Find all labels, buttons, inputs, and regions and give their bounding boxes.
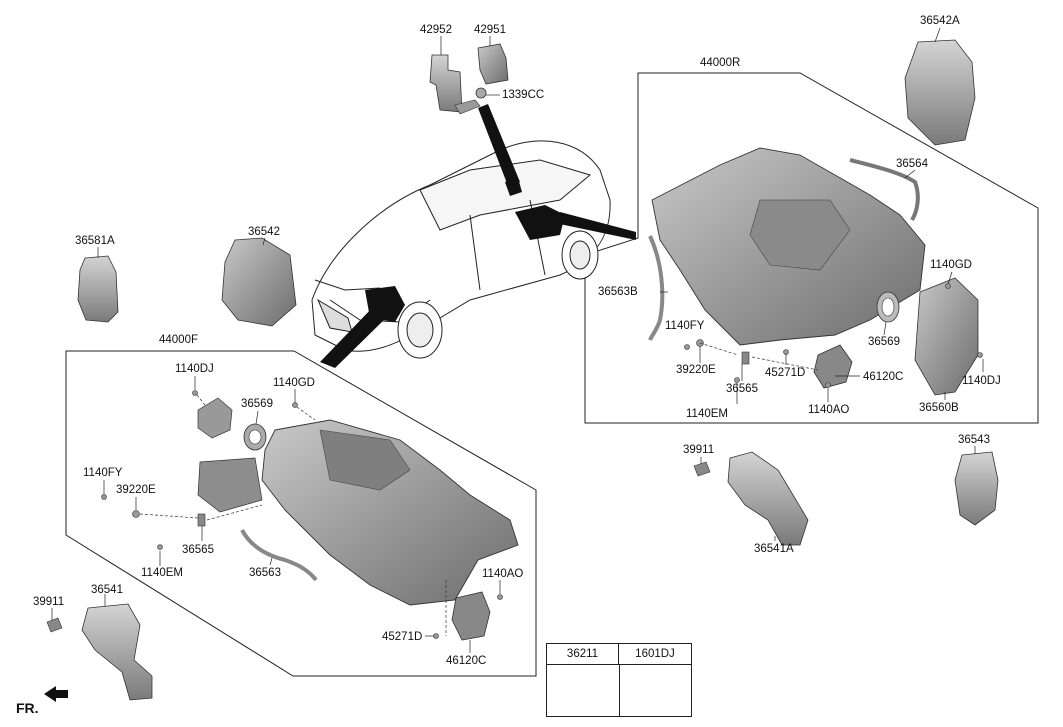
cover-36543-shape	[954, 451, 999, 526]
label-36569-rear: 36569	[868, 336, 900, 348]
table-column-divider	[619, 664, 620, 717]
label-36563: 36563	[249, 567, 281, 579]
pipe-36563b-shape	[648, 235, 665, 341]
label-36542a: 36542A	[920, 15, 960, 27]
label-39911-front: 39911	[33, 596, 65, 608]
label-1140gd-front: 1140GD	[273, 377, 315, 389]
bolt-1140ao-rear	[825, 382, 831, 388]
label-1140gd-rear: 1140GD	[930, 259, 972, 271]
bolt-1140gd-front	[292, 402, 298, 408]
bracket-arm	[454, 99, 481, 115]
pipe-36563-shape	[240, 528, 318, 582]
front-orientation-label: FR.	[16, 700, 39, 716]
cover-36542-shape	[221, 237, 297, 327]
label-1140fy-front: 1140FY	[83, 467, 123, 479]
label-36543: 36543	[958, 434, 990, 446]
rear-motor-detail	[749, 199, 851, 271]
car-rear-motor	[515, 205, 565, 240]
label-1140dj-front: 1140DJ	[175, 363, 214, 375]
dashed-lines	[139, 342, 819, 636]
bolt-1140fy-front	[101, 494, 107, 500]
cover-36541a-shape	[727, 451, 809, 546]
label-36564: 36564	[896, 158, 928, 170]
label-39220e-rear: 39220E	[676, 364, 716, 376]
bolt-39911-rear	[693, 461, 711, 477]
bolt-39911-front	[46, 617, 63, 633]
cover-36542a-shape	[904, 39, 976, 146]
label-36569-front: 36569	[241, 398, 273, 410]
label-1140em-rear: 1140EM	[686, 408, 728, 420]
label-36565-front: 36565	[182, 544, 214, 556]
front-motor-detail	[319, 429, 411, 491]
label-36542: 36542	[248, 226, 280, 238]
label-36541a: 36541A	[754, 543, 794, 555]
bolt-1140em-rear	[734, 377, 740, 383]
bolt-1140fy-rear	[684, 344, 690, 350]
bolt-45271d-front	[433, 633, 439, 639]
part-36581a-shape	[77, 255, 119, 323]
bolt-1140gd-rear	[945, 283, 951, 289]
bolt-1140em-front	[157, 544, 163, 550]
sensor-46120c-front	[451, 591, 491, 641]
label-1140em-front: 1140EM	[141, 567, 183, 579]
front-arrow-icon	[44, 686, 68, 702]
cover-36541-shape	[81, 603, 153, 701]
sensor-36565-rear	[741, 351, 750, 365]
table-header-1601dj: 1601DJ	[635, 648, 675, 660]
front-motor-bracket	[197, 457, 263, 513]
label-39911-rear: 39911	[683, 444, 715, 456]
label-42951: 42951	[474, 24, 506, 36]
label-44000f: 44000F	[159, 334, 199, 346]
label-45271d-front: 45271D	[382, 631, 423, 643]
label-39220e-front: 39220E	[116, 484, 156, 496]
bolt-1140ao-front	[497, 594, 503, 600]
label-1339cc: 1339CC	[502, 89, 545, 101]
front-leader-wedge	[320, 305, 392, 368]
ecu-leader-wedge	[478, 104, 520, 186]
hose-36564-shape	[849, 158, 920, 222]
bolt-39220e-front	[132, 510, 140, 518]
label-44000r: 44000R	[700, 57, 741, 69]
label-1140ao-front: 1140AO	[482, 568, 524, 580]
label-36541: 36541	[91, 584, 123, 596]
bolt-1140dj-front	[192, 390, 198, 396]
bolt-45271d-rear	[783, 349, 789, 355]
label-42952: 42952	[420, 24, 452, 36]
sensor-36565-front	[197, 513, 206, 527]
label-36560b: 36560B	[919, 402, 959, 414]
label-36581a: 36581A	[75, 235, 115, 247]
cover-1140dj-front	[197, 397, 233, 439]
label-46120c-rear: 46120C	[863, 371, 904, 383]
label-1140dj-rear: 1140DJ	[962, 375, 1001, 387]
front-motor-assembly	[261, 419, 519, 606]
label-36563b: 36563B	[598, 286, 638, 298]
rear-leader-wedge	[550, 212, 636, 240]
bolt-1140dj-rear	[977, 352, 983, 358]
nut-1339cc	[475, 87, 487, 99]
rear-group-frame	[584, 72, 1039, 424]
leader-lines	[51, 27, 984, 653]
table-header-36211: 36211	[547, 644, 619, 664]
cover-36560b-shape	[914, 277, 979, 396]
ecu-42951-shape	[477, 43, 509, 85]
label-45271d-rear: 45271D	[765, 367, 806, 379]
bracket-42952-shape	[429, 54, 463, 113]
label-1140fy-rear: 1140FY	[665, 320, 705, 332]
hardware-table: 36211 1601DJ	[546, 643, 692, 717]
sensor-46120c-rear	[813, 344, 853, 389]
front-group-frame	[65, 350, 537, 677]
label-36565-rear: 36565	[726, 383, 758, 395]
label-1140ao-rear: 1140AO	[808, 404, 850, 416]
label-46120c-front: 46120C	[446, 655, 487, 667]
